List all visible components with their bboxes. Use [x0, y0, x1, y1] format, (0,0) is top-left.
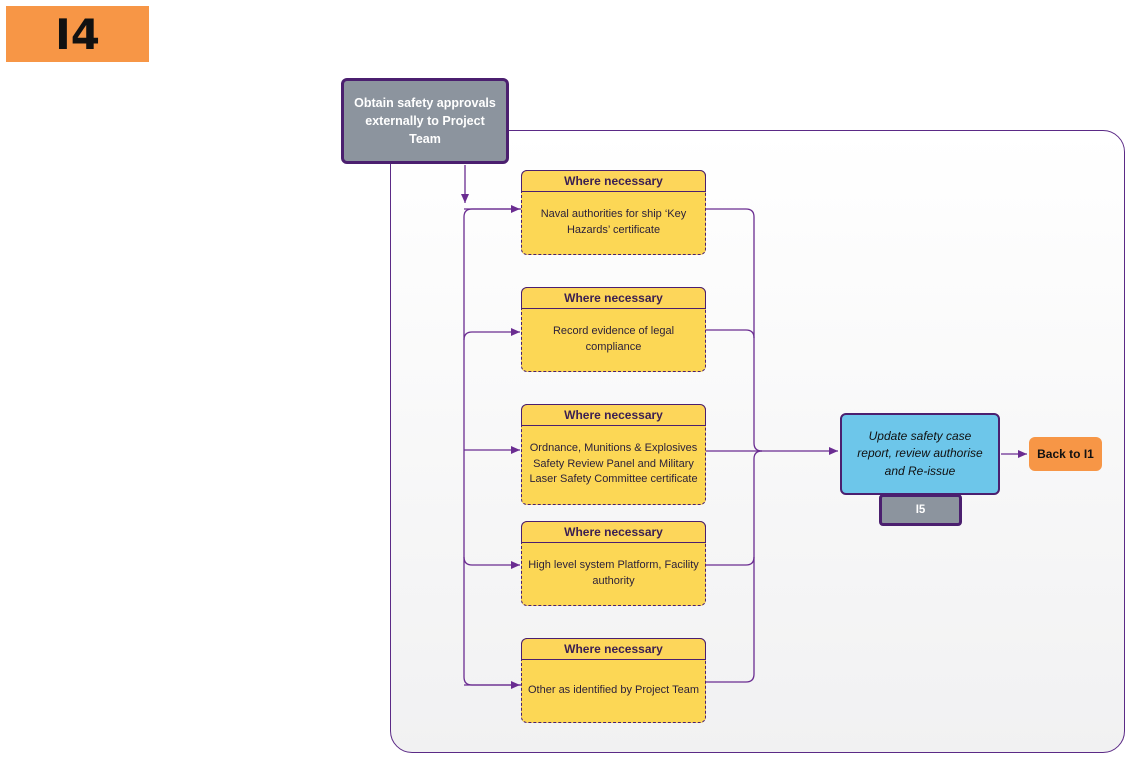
card-body: High level system Platform, Facility aut…: [528, 559, 699, 587]
branch-arrow-2: [463, 328, 520, 341]
card-naval-authorities: Where necessary Naval authorities for sh…: [521, 170, 706, 255]
card-other: Where necessary Other as identified by P…: [521, 638, 706, 723]
card-body: Naval authorities for ship ‘Key Hazards’…: [540, 208, 687, 236]
card-header: Where necessary: [521, 170, 706, 192]
card-body: Other as identified by Project Team: [528, 683, 699, 696]
card-legal-compliance: Where necessary Record evidence of legal…: [521, 287, 706, 372]
card-header: Where necessary: [521, 404, 706, 426]
process-container: [390, 130, 1125, 753]
card-header: Where necessary: [521, 638, 706, 660]
branch-arrow-4: [463, 556, 520, 569]
merge-1: [706, 208, 763, 452]
card-header: Where necessary: [521, 521, 706, 543]
card-ordnance-panel: Where necessary Ordnance, Munitions & Ex…: [521, 404, 706, 505]
merge-4: [706, 556, 755, 566]
i5-link-tab[interactable]: I5: [879, 494, 962, 526]
back-to-i1-button[interactable]: Back to I1: [1029, 437, 1102, 471]
card-header: Where necessary: [521, 287, 706, 309]
obtain-approvals-box: Obtain safety approvals externally to Pr…: [341, 78, 509, 164]
merge-5: [706, 450, 763, 683]
card-platform-authority: Where necessary High level system Platfo…: [521, 521, 706, 606]
left-bus: [463, 208, 521, 686]
update-safety-case-box: Update safety case report, review author…: [840, 413, 1000, 495]
page-id-tag: I4: [6, 6, 149, 62]
card-body: Ordnance, Munitions & Explosives Safety …: [529, 442, 698, 486]
merge-2: [706, 329, 755, 339]
card-body: Record evidence of legal compliance: [552, 325, 675, 353]
